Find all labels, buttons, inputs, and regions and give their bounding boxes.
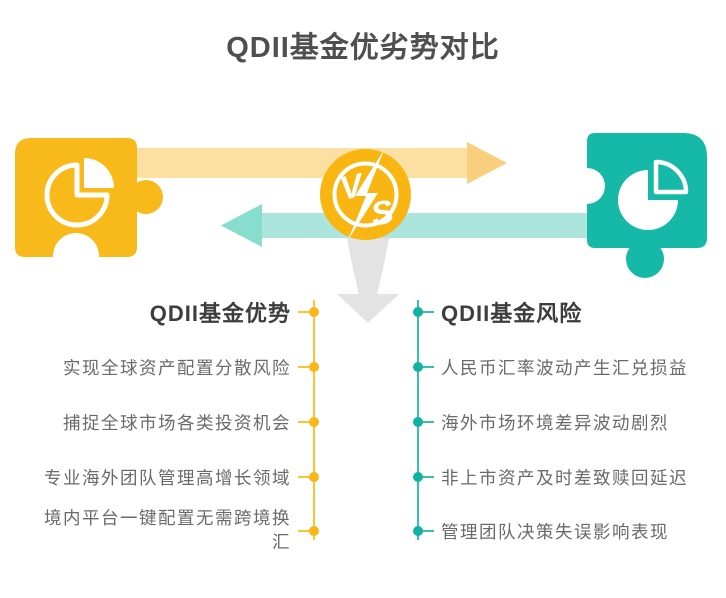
timeline-dot [309,472,319,482]
right-arrow-icon [128,142,507,184]
connector-line [418,311,434,313]
puzzle-piece-right-icon [569,133,707,278]
connector-line [298,421,314,423]
advantage-item: 境内平台一键配置无需跨境换汇 [0,508,319,553]
risks-header: QDII基金风险 [441,301,583,326]
connector-line [418,530,434,532]
connector-line [298,311,314,313]
connector-line [418,421,434,423]
risk-item: 人民币汇率波动产生汇兑损益 [413,352,718,382]
advantage-item: 捕捉全球市场各类投资机会 [0,407,319,437]
hero-graphic: V S [15,133,707,323]
connector-line [298,530,314,532]
timeline-dot [309,362,319,372]
timeline-dot [413,526,423,536]
puzzle-piece-left-icon [15,138,163,279]
risk-item: 非上市资产及时差致赎回延迟 [413,462,718,492]
timeline-dot [309,417,319,427]
advantage-item-label: 专业海外团队管理高增长领域 [44,467,291,488]
connector-line [418,476,434,478]
advantage-item: 实现全球资产配置分散风险 [0,352,319,382]
risk-item-label: 非上市资产及时差致赎回延迟 [441,467,688,488]
timeline-dot [413,307,423,317]
timeline-dot [413,362,423,372]
connector-line [298,366,314,368]
advantage-item-label: 捕捉全球市场各类投资机会 [63,412,291,433]
pie-chart-icon [618,159,689,230]
connector-line [418,366,434,368]
risks-header-row: QDII基金风险 [413,297,718,327]
timeline-dot [413,472,423,482]
timeline-dot [309,307,319,317]
connector-line [298,476,314,478]
risk-item: 海外市场环境差异波动剧烈 [413,407,718,437]
risk-item-label: 海外市场环境差异波动剧烈 [441,412,669,433]
advantage-item-label: 实现全球资产配置分散风险 [63,357,291,378]
lightning-bolt-icon [348,150,384,240]
risk-item-label: 人民币汇率波动产生汇兑损益 [441,357,688,378]
advantage-item: 专业海外团队管理高增长领域 [0,462,319,492]
risk-item-label: 管理团队决策失误影响表现 [441,521,669,542]
advantages-header-row: QDII基金优势 [0,297,319,327]
page-title: QDII基金优劣势对比 [226,32,500,64]
advantages-header: QDII基金优势 [149,301,291,326]
timeline-dot [413,417,423,427]
timeline-dot [309,526,319,536]
risk-item: 管理团队决策失误影响表现 [413,516,718,546]
vs-badge: V S [320,149,411,240]
pie-chart-icon [44,158,114,228]
down-arrow-icon [337,238,399,323]
advantage-item-label: 境内平台一键配置无需跨境换汇 [44,508,291,552]
